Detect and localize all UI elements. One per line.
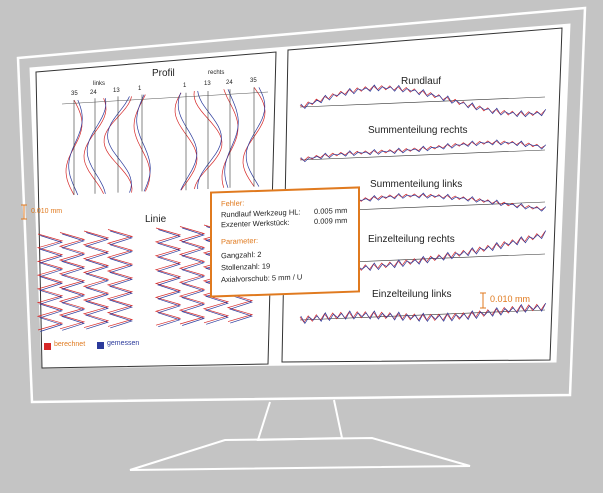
right-axis-line — [299, 96, 546, 108]
errors-title: Fehler: — [221, 198, 245, 209]
profil-measured-line — [107, 96, 132, 193]
profil-computed-line — [174, 92, 198, 191]
linie-computed-line — [58, 232, 86, 330]
right-scale-label: 0.010 mm — [490, 294, 531, 304]
links-label: links — [93, 81, 106, 87]
tick-right-13: 13 — [204, 81, 211, 87]
tick-left-13: 13 — [113, 88, 120, 94]
legend-swatch-measured — [97, 342, 104, 349]
error-value-1: 0.005 mm — [314, 205, 348, 216]
error-name-2: Exzenter Werkstück: — [221, 217, 290, 230]
profil-measured-line — [136, 94, 151, 192]
right-computed-line — [299, 140, 546, 162]
param-1: Gangzahl: 2 — [221, 249, 262, 261]
profil-computed-line — [83, 98, 107, 194]
right-measured-line — [300, 84, 547, 118]
right-computed-line — [299, 303, 546, 324]
left-panel-border — [35, 51, 277, 369]
linie-measured-line — [39, 235, 63, 332]
linie-measured-line — [109, 230, 133, 329]
einzelteilung-rechts-label: Einzelteilung rechts — [368, 234, 455, 245]
profil-top-line — [61, 91, 269, 105]
profil-measured-line — [68, 99, 83, 196]
tick-left-1: 1 — [138, 86, 142, 92]
tick-left-24: 24 — [90, 90, 97, 96]
linie-measured-line — [61, 233, 85, 331]
profil-measured-line — [197, 90, 222, 189]
rundlauf-label: Rundlauf — [401, 76, 442, 87]
linie-measured-line — [181, 227, 205, 326]
tick-right-1: 1 — [183, 83, 187, 89]
linie-measured-line — [85, 232, 109, 330]
linie-computed-line — [154, 227, 182, 326]
profil-computed-line — [103, 96, 133, 193]
left-scale-label: 0.010 mm — [31, 208, 63, 215]
summenteilung-rechts-label: Summenteilung rechts — [368, 125, 468, 136]
right-measured-line — [300, 139, 547, 163]
einzelteilung-links-label: Einzelteilung links — [372, 289, 452, 300]
linie-measured-line — [157, 229, 181, 328]
linie-computed-line — [178, 226, 206, 325]
params-title: Parameter: — [221, 235, 259, 247]
profil-computed-line — [221, 89, 239, 188]
profil-curves — [61, 87, 269, 196]
profil-measured-line — [86, 98, 107, 194]
profil-measured-line — [177, 92, 198, 191]
rechts-label: rechts — [208, 70, 225, 76]
right-measured-line — [300, 302, 547, 325]
right-scale-bar — [480, 292, 486, 309]
profil-measured-line — [224, 89, 239, 188]
tick-right-24: 24 — [226, 80, 233, 86]
legend-label-computed: berechnet — [54, 341, 86, 348]
linie-computed-line — [106, 229, 134, 327]
legend-label-measured: gemessen — [107, 340, 140, 347]
param-3: Axialvorschub: 5 mm / U — [221, 272, 303, 285]
tick-right-35: 35 — [250, 78, 257, 84]
linie-computed-line — [82, 230, 110, 328]
left-scale-bar — [21, 204, 27, 220]
tick-left-35: 35 — [71, 91, 78, 97]
info-box: Fehler: Rundlauf Werkzeug HL: 0.005 mm E… — [210, 186, 360, 298]
param-2: Stollenzahl: 19 — [221, 261, 271, 273]
legend-swatch-computed — [44, 343, 51, 350]
linie-title: Linie — [145, 214, 167, 225]
profil-title: Profil — [152, 68, 175, 79]
error-value-2: 0.009 mm — [314, 215, 348, 226]
summenteilung-links-label: Summenteilung links — [370, 179, 463, 190]
profil-measured-line — [245, 87, 266, 187]
right-axis-line — [299, 149, 546, 161]
linie-computed-line — [36, 233, 64, 331]
